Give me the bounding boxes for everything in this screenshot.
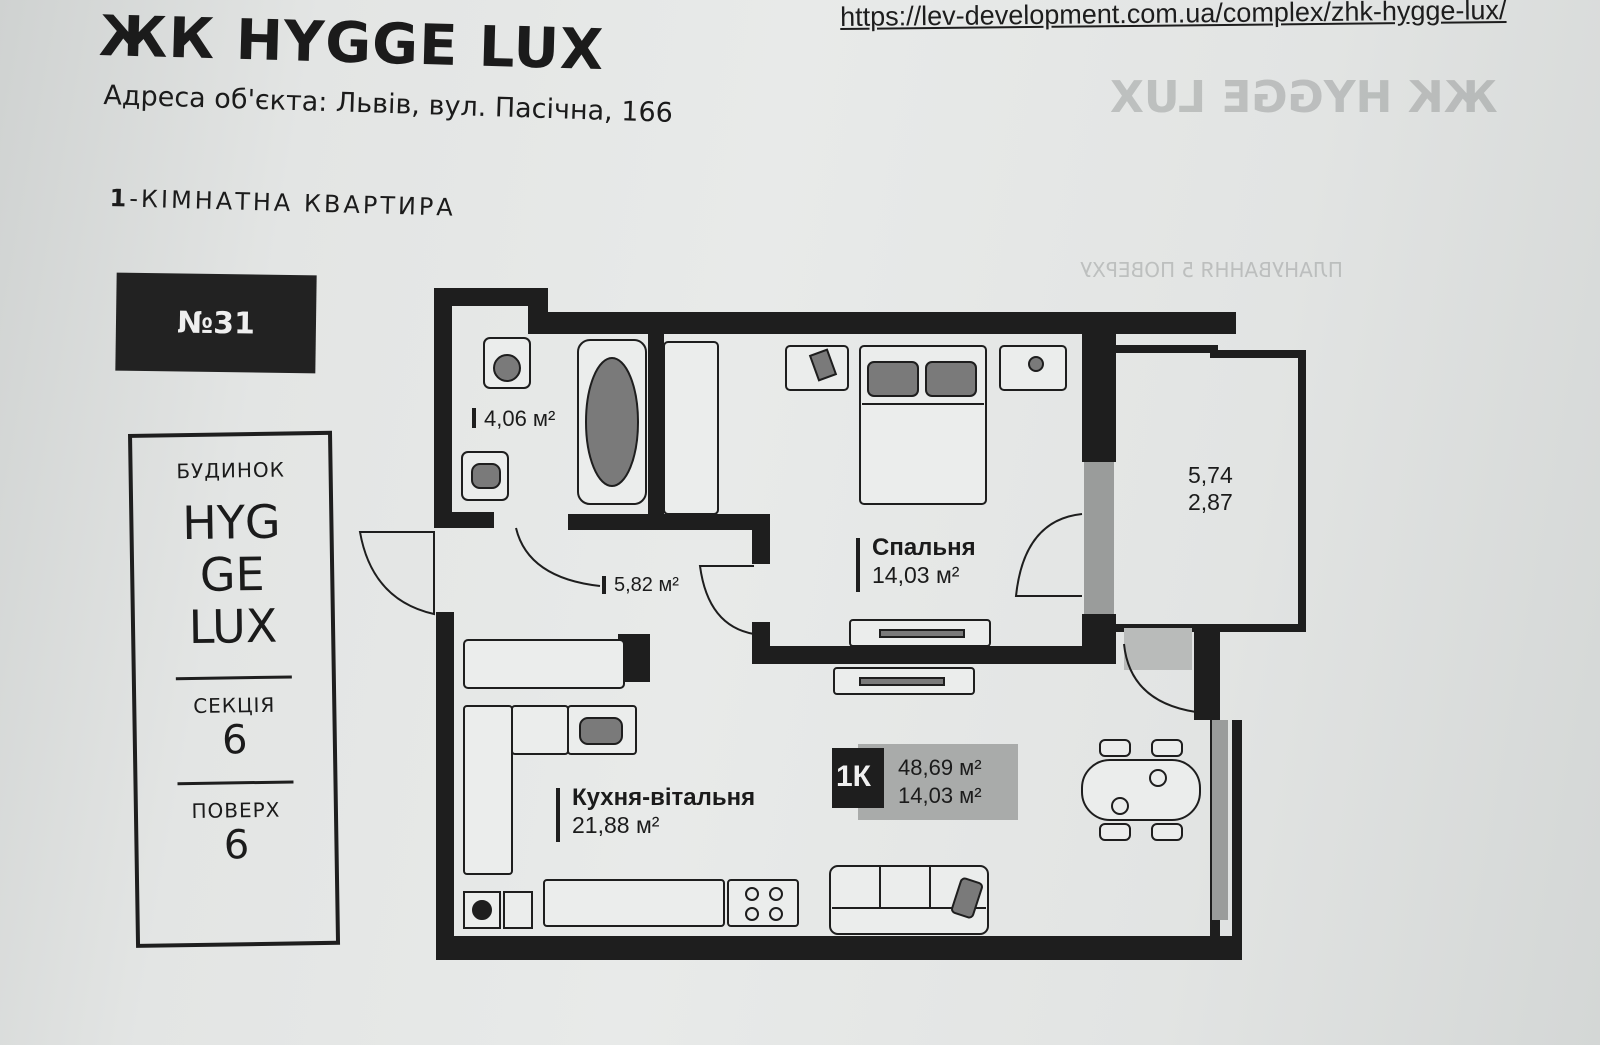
balcony-label: 5,74 2,87 [1188,462,1233,516]
bedroom-label: Спальня 14,03 м² [856,534,976,592]
washbasin-bowl [471,463,501,489]
burner-icon [769,887,783,901]
kitchen-counter-icon [543,879,725,927]
summary-badge: 1К [836,760,871,793]
summary-badge-background [832,748,884,808]
summary-areas: 48,69 м² 14,03 м² [898,754,982,810]
kitchen-counter-icon [463,705,513,875]
chair-icon [1099,823,1131,841]
wall [1082,334,1116,462]
entrance-door [358,531,435,616]
wall [1298,350,1306,632]
wall [1116,345,1218,353]
wall [1116,624,1306,632]
bedroom-area: 14,03 м² [872,562,960,588]
sofa-pillow-icon [951,877,983,919]
wall [436,936,1242,960]
chair-icon [1099,739,1131,757]
sofa-icon [829,865,989,935]
kitchen-sink-bowl [579,717,623,745]
tv-icon [859,677,945,686]
wall [568,514,768,530]
wall [452,512,494,528]
hallway-area: 5,82 м² [602,574,679,597]
wall [752,646,1090,664]
dining-table-icon [1081,759,1201,821]
wall [434,288,548,306]
pillow-icon [867,361,919,397]
wall [1082,614,1116,664]
wall [434,288,452,528]
balcony-door-swing [1014,513,1083,597]
tv-icon [879,629,965,638]
cup-icon [1149,769,1167,787]
chair-icon [1151,823,1183,841]
wall [436,612,454,954]
wall [752,514,770,564]
toilet-bowl [493,354,521,382]
window-glazing [1084,462,1114,614]
lamp-icon [1028,356,1044,372]
wall [648,334,664,526]
balcony-area-1: 5,74 [1188,462,1233,488]
hallway-cabinet-icon [463,639,625,689]
kitchen-living-label: Кухня-вітальня 21,88 м² [556,784,756,842]
window-glazing [1124,628,1192,670]
bedroom-name: Спальня [872,534,976,561]
appliance-icon [503,891,533,929]
burner-icon [745,907,759,921]
burner-icon [745,887,759,901]
balcony-area-2: 2,87 [1188,489,1233,515]
window-glazing [1212,720,1228,920]
bathtub-basin [585,357,639,487]
bathroom-door-swing [515,527,601,587]
bedroom-door-swing [698,565,755,635]
bathroom-area: 4,06 м² [472,406,555,432]
summary-background [858,744,1018,820]
burner-icon [769,907,783,921]
summary-living-area: 14,03 м² [898,783,982,808]
wall [1210,350,1306,358]
cooktop-icon [727,879,799,927]
lamp-icon [808,348,838,382]
wall [1232,720,1242,960]
wardrobe-icon [663,341,719,515]
kitchen-living-area: 21,88 м² [572,812,660,838]
kitchen-counter-icon [511,705,569,755]
washing-machine-drum [472,900,492,920]
walls [434,288,1306,960]
kitchen-living-name: Кухня-вітальня [572,784,756,811]
living-balcony-door-swing [1123,643,1197,713]
cup-icon [1111,797,1129,815]
pillow-icon [925,361,977,397]
chair-icon [1151,739,1183,757]
wall [528,312,1236,334]
summary-total-area: 48,69 м² [898,755,982,780]
